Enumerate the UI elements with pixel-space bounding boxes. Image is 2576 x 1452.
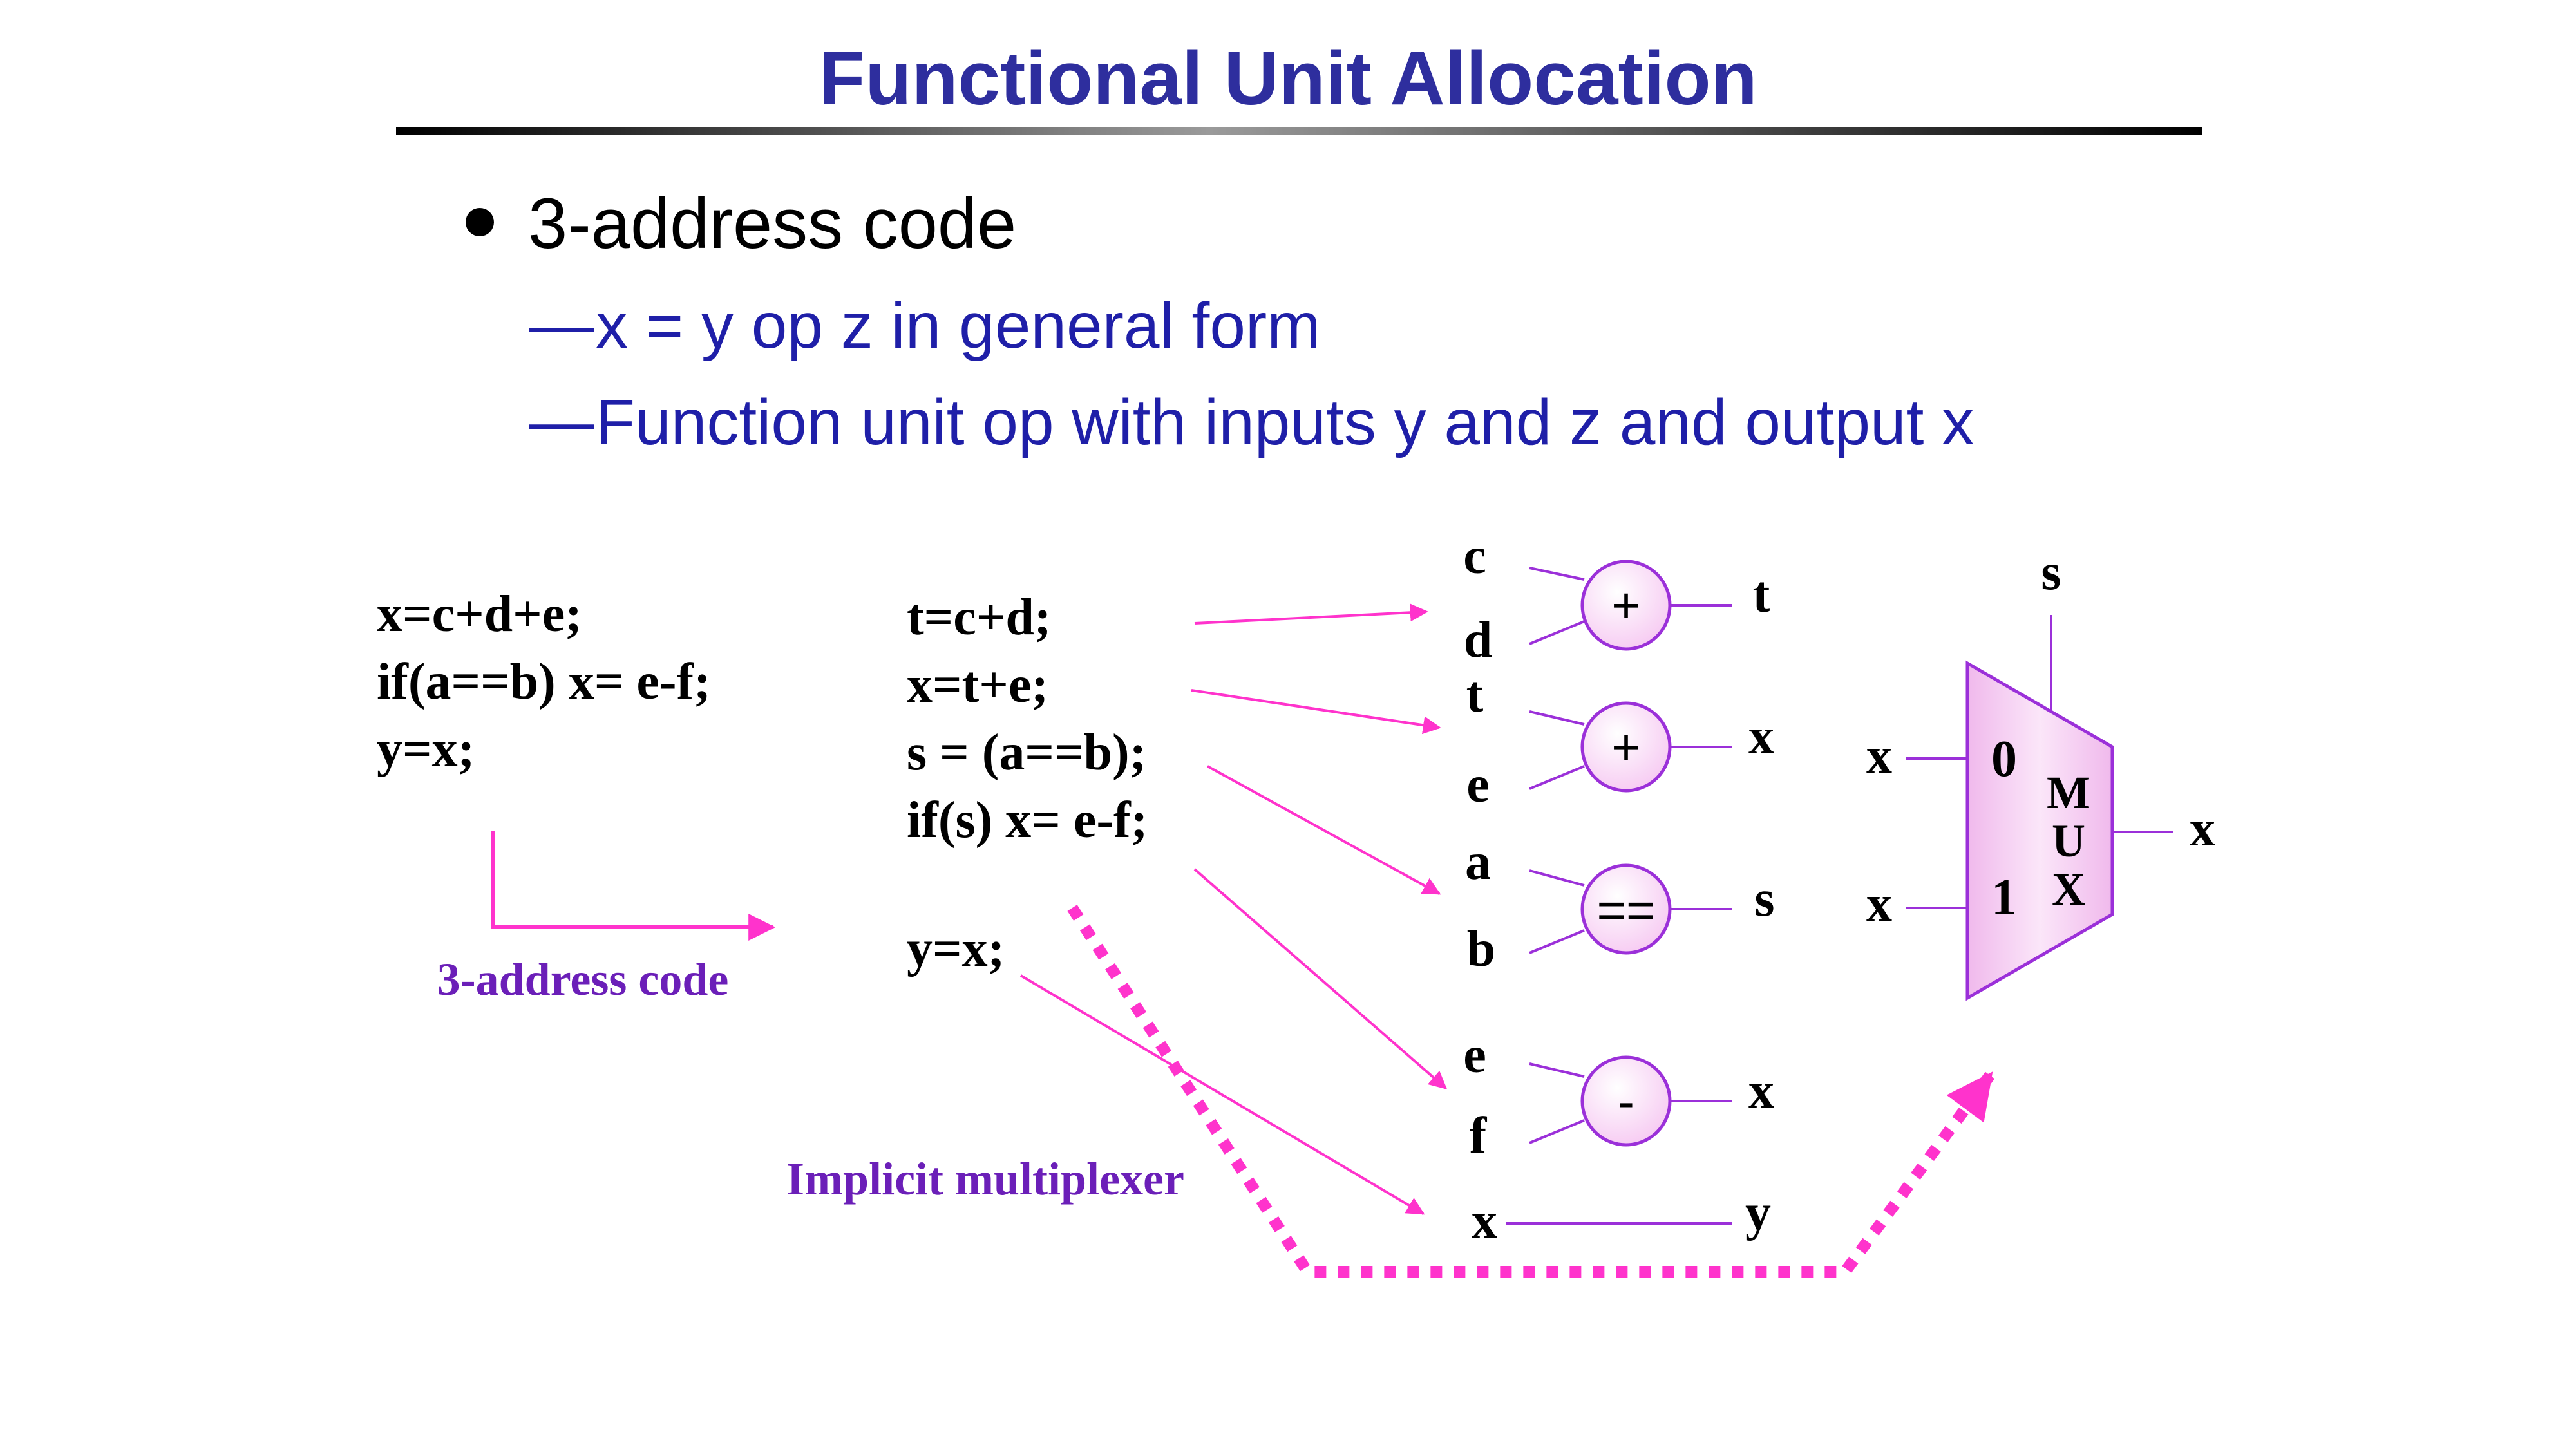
mux-input-label: x — [1866, 728, 1892, 784]
mux-input-label: x — [1866, 876, 1892, 932]
sub-bullet-1: x = y op z in general form — [596, 290, 1321, 362]
bullet-main: 3-address code — [528, 184, 1016, 263]
unit-output-label: t — [1753, 567, 1770, 623]
tac-line: if(s) x= e-f; — [907, 792, 1148, 849]
tac-line: y=x; — [907, 921, 1005, 977]
mux-port-label: 1 — [1991, 869, 2017, 926]
tac-line: t=c+d; — [907, 589, 1051, 646]
conversion-arrow — [491, 831, 776, 941]
source-code-line: x=c+d+e; — [377, 586, 582, 643]
mux-port-label: 0 — [1991, 731, 2017, 787]
unit-op-symbol: + — [1611, 577, 1641, 634]
wire-output-label: y — [1745, 1185, 1771, 1241]
copy-wire: x y — [1472, 1185, 1771, 1249]
implicit-mux-caption: Implicit multiplexer — [786, 1153, 1184, 1205]
sub-bullet-dash-1: — — [529, 288, 594, 361]
tac-line: x=t+e; — [907, 657, 1048, 713]
sub-bullet-2: Function unit op with inputs y and z and… — [596, 386, 1974, 458]
sub-bullet-dash-2: — — [529, 385, 594, 457]
unit-output-label: x — [1748, 1062, 1774, 1119]
tac-line: s = (a==b); — [907, 724, 1146, 781]
mux-select-label: s — [2041, 544, 2061, 601]
mapping-arrow — [1194, 603, 1428, 625]
unit-op-symbol: == — [1596, 882, 1655, 938]
source-code-line: y=x; — [377, 721, 475, 778]
mux-name-letter: M — [2047, 767, 2090, 818]
mux-name-letter: U — [2052, 815, 2085, 867]
unit-input-label: t — [1466, 666, 1484, 723]
unit-output-label: x — [1748, 708, 1774, 765]
mux-name-letter: X — [2052, 863, 2085, 915]
mapping-arrow — [1193, 868, 1448, 1089]
page-title: Functional Unit Allocation — [819, 36, 1757, 121]
unit-output-label: s — [1754, 871, 1774, 927]
unit-input-label: b — [1467, 921, 1496, 977]
unit-input-label: c — [1463, 528, 1486, 585]
functional-unit-subtract: - e f x — [1463, 1027, 1774, 1164]
unit-input-label: f — [1470, 1108, 1488, 1164]
functional-unit-add-2: + t e x — [1466, 666, 1774, 813]
wire-input-label: x — [1472, 1193, 1497, 1249]
mux-output-label: x — [2190, 800, 2215, 857]
bullet-dot — [466, 208, 494, 236]
functional-unit-add-1: + c d t — [1463, 528, 1770, 668]
mapping-arrow — [1191, 689, 1441, 735]
source-code-line: if(a==b) x= e-f; — [377, 654, 711, 710]
multiplexer: s x x 0 1 M U X x — [1866, 544, 2215, 1001]
unit-input-label: e — [1466, 757, 1490, 813]
implicit-mux-path — [1067, 905, 1995, 1278]
functional-unit-compare: == a b s — [1465, 834, 1775, 977]
unit-op-symbol: - — [1618, 1073, 1634, 1129]
mapping-arrow — [1207, 765, 1441, 895]
title-rule — [396, 127, 2202, 135]
conversion-caption: 3-address code — [437, 954, 729, 1005]
unit-input-label: a — [1465, 834, 1491, 891]
unit-input-label: d — [1464, 612, 1493, 668]
mapping-arrow — [1019, 974, 1425, 1215]
unit-input-label: e — [1463, 1027, 1486, 1084]
unit-op-symbol: + — [1611, 719, 1641, 775]
